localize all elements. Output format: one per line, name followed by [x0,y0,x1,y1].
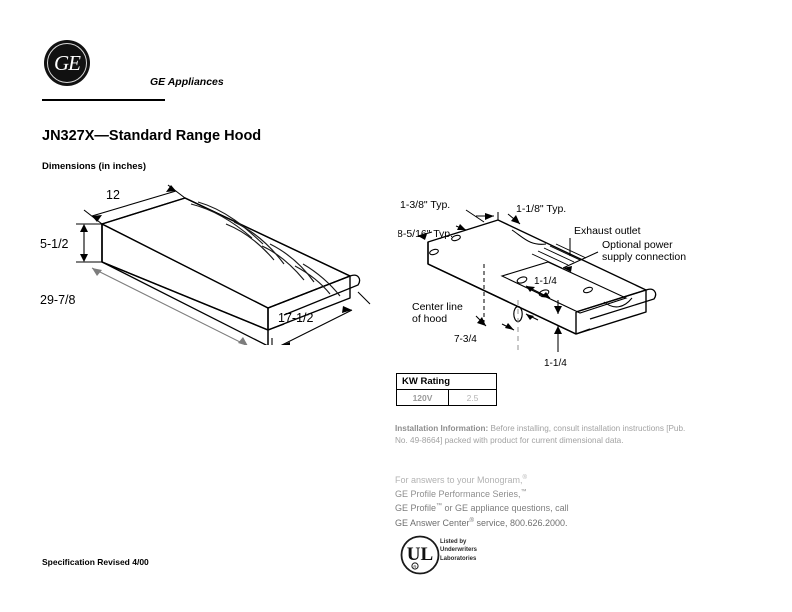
callout-exhaust-outlet: Exhaust outlet [574,225,641,237]
ge-logo-ring [47,43,87,83]
callout-left-typ: 1-3/8" Typ. [400,199,450,211]
answers-line-2-text: GE Profile Performance Series, [395,489,521,500]
dim-label-bottom: 1-1/4 [544,358,567,369]
page-title: JN327X—Standard Range Hood [42,128,262,144]
ul-text-line1: Listed by [440,539,467,545]
dim-label-height-value: 5-1/2 [40,237,69,251]
callout-power-line1: Optional power [602,239,673,251]
installation-information-text: Before installing, consult installation … [395,424,686,445]
answers-line-1-mark: ® [522,475,527,481]
ul-mark-glyph: UL [407,544,433,565]
answer-center-block: For answers to your Monogram,® GE Profil… [395,472,695,529]
answers-line-4-mark: ® [469,517,474,524]
answers-line-1: For answers to your Monogram,® [395,472,695,486]
brand-name: GE Appliances [150,76,224,88]
callout-power-line2: supply connection [602,251,686,263]
dim-label-width: 29-7/8 [40,293,75,307]
svg-text:R: R [413,565,416,570]
answers-line-4-text-a: GE Answer Center [395,517,470,528]
callout-side-typ: 8-5/16" Typ. [398,228,453,240]
answers-line-4: GE Answer Center® service, 800.626.2000. [395,515,695,529]
ul-listed-text: Listed by Underwriters Laboratories [440,538,477,563]
header-divider [42,99,165,102]
answers-line-3-text-b: or GE appliance questions, call [442,503,569,514]
kw-rating-table: KW Rating 120V 2.5 [396,373,497,406]
dim-label-centerline: 7-3/4 [454,334,477,345]
ul-mark-svg: UL R [400,535,440,575]
answers-line-3-mark: ™ [436,503,443,510]
answers-line-2-mark: ™ [520,489,527,496]
table-row: KW Rating [396,373,497,390]
kw-rating-header: KW Rating [396,373,497,390]
footer-revision: Specification Revised 4/00 [42,557,149,567]
ge-logo-monogram: GE [54,51,81,75]
installation-information-lead: Installation Information: [395,424,489,433]
ge-logo: GE [44,40,90,86]
ul-listed-mark: UL R [398,533,528,577]
kw-rating-voltage: 120V [396,389,449,406]
left-hood-drawing: 12 5-1/2 29-7/8 [40,180,380,352]
callout-centerline-line2: of hood [412,313,447,325]
dim-label-front: 17-1/2 [278,311,313,325]
answers-line-1-text: For answers to your Monogram, [395,475,523,485]
dim-label-depth: 12 [106,188,120,202]
callout-centerline-line1: Center line [412,301,463,313]
right-hood-svg: 1-3/8" Typ. 1-1/8" Typ. 8-5/16" Typ. [397,199,686,369]
left-hood-svg: 12 5-1/2 29-7/8 [40,184,371,352]
table-row: 120V 2.5 [396,389,497,406]
section-label-dimensions: Dimensions (in inches) [42,161,146,172]
installation-information: Installation Information: Before install… [395,423,695,446]
ge-logo-disc: GE [44,40,90,86]
answers-line-4-text-b: service, 800.626.2000. [473,517,568,528]
right-hood-drawing: 1-3/8" Typ. 1-1/8" Typ. 8-5/16" Typ. [397,192,728,375]
ul-text-line3: Laboratories [440,555,477,562]
kw-rating-value: 2.5 [448,389,497,406]
ul-text-line2: Underwriters [440,547,478,554]
answers-line-2: GE Profile Performance Series,™ [395,486,695,500]
callout-top-typ: 1-1/8" Typ. [516,203,566,215]
answers-line-3-text-a: GE Profile [395,503,437,514]
dim-label-inner: 1-1/4 [534,276,557,287]
answers-line-3: GE Profile™ or GE appliance questions, c… [395,500,695,514]
